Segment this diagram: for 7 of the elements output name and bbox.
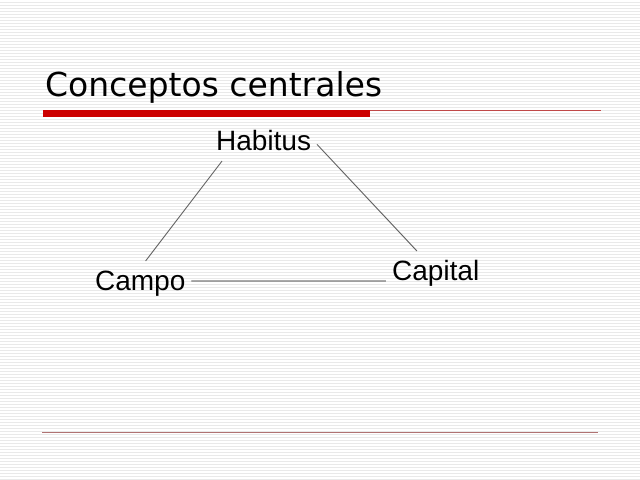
- concept-label: Habitus: [210, 121, 317, 161]
- connector-line: [190, 280, 386, 282]
- concept-label: Campo: [89, 261, 192, 301]
- connector-line: [145, 160, 223, 262]
- connector-line: [316, 144, 418, 252]
- concept-label: Capital: [386, 251, 486, 291]
- slide-title: Conceptos centrales: [45, 65, 382, 105]
